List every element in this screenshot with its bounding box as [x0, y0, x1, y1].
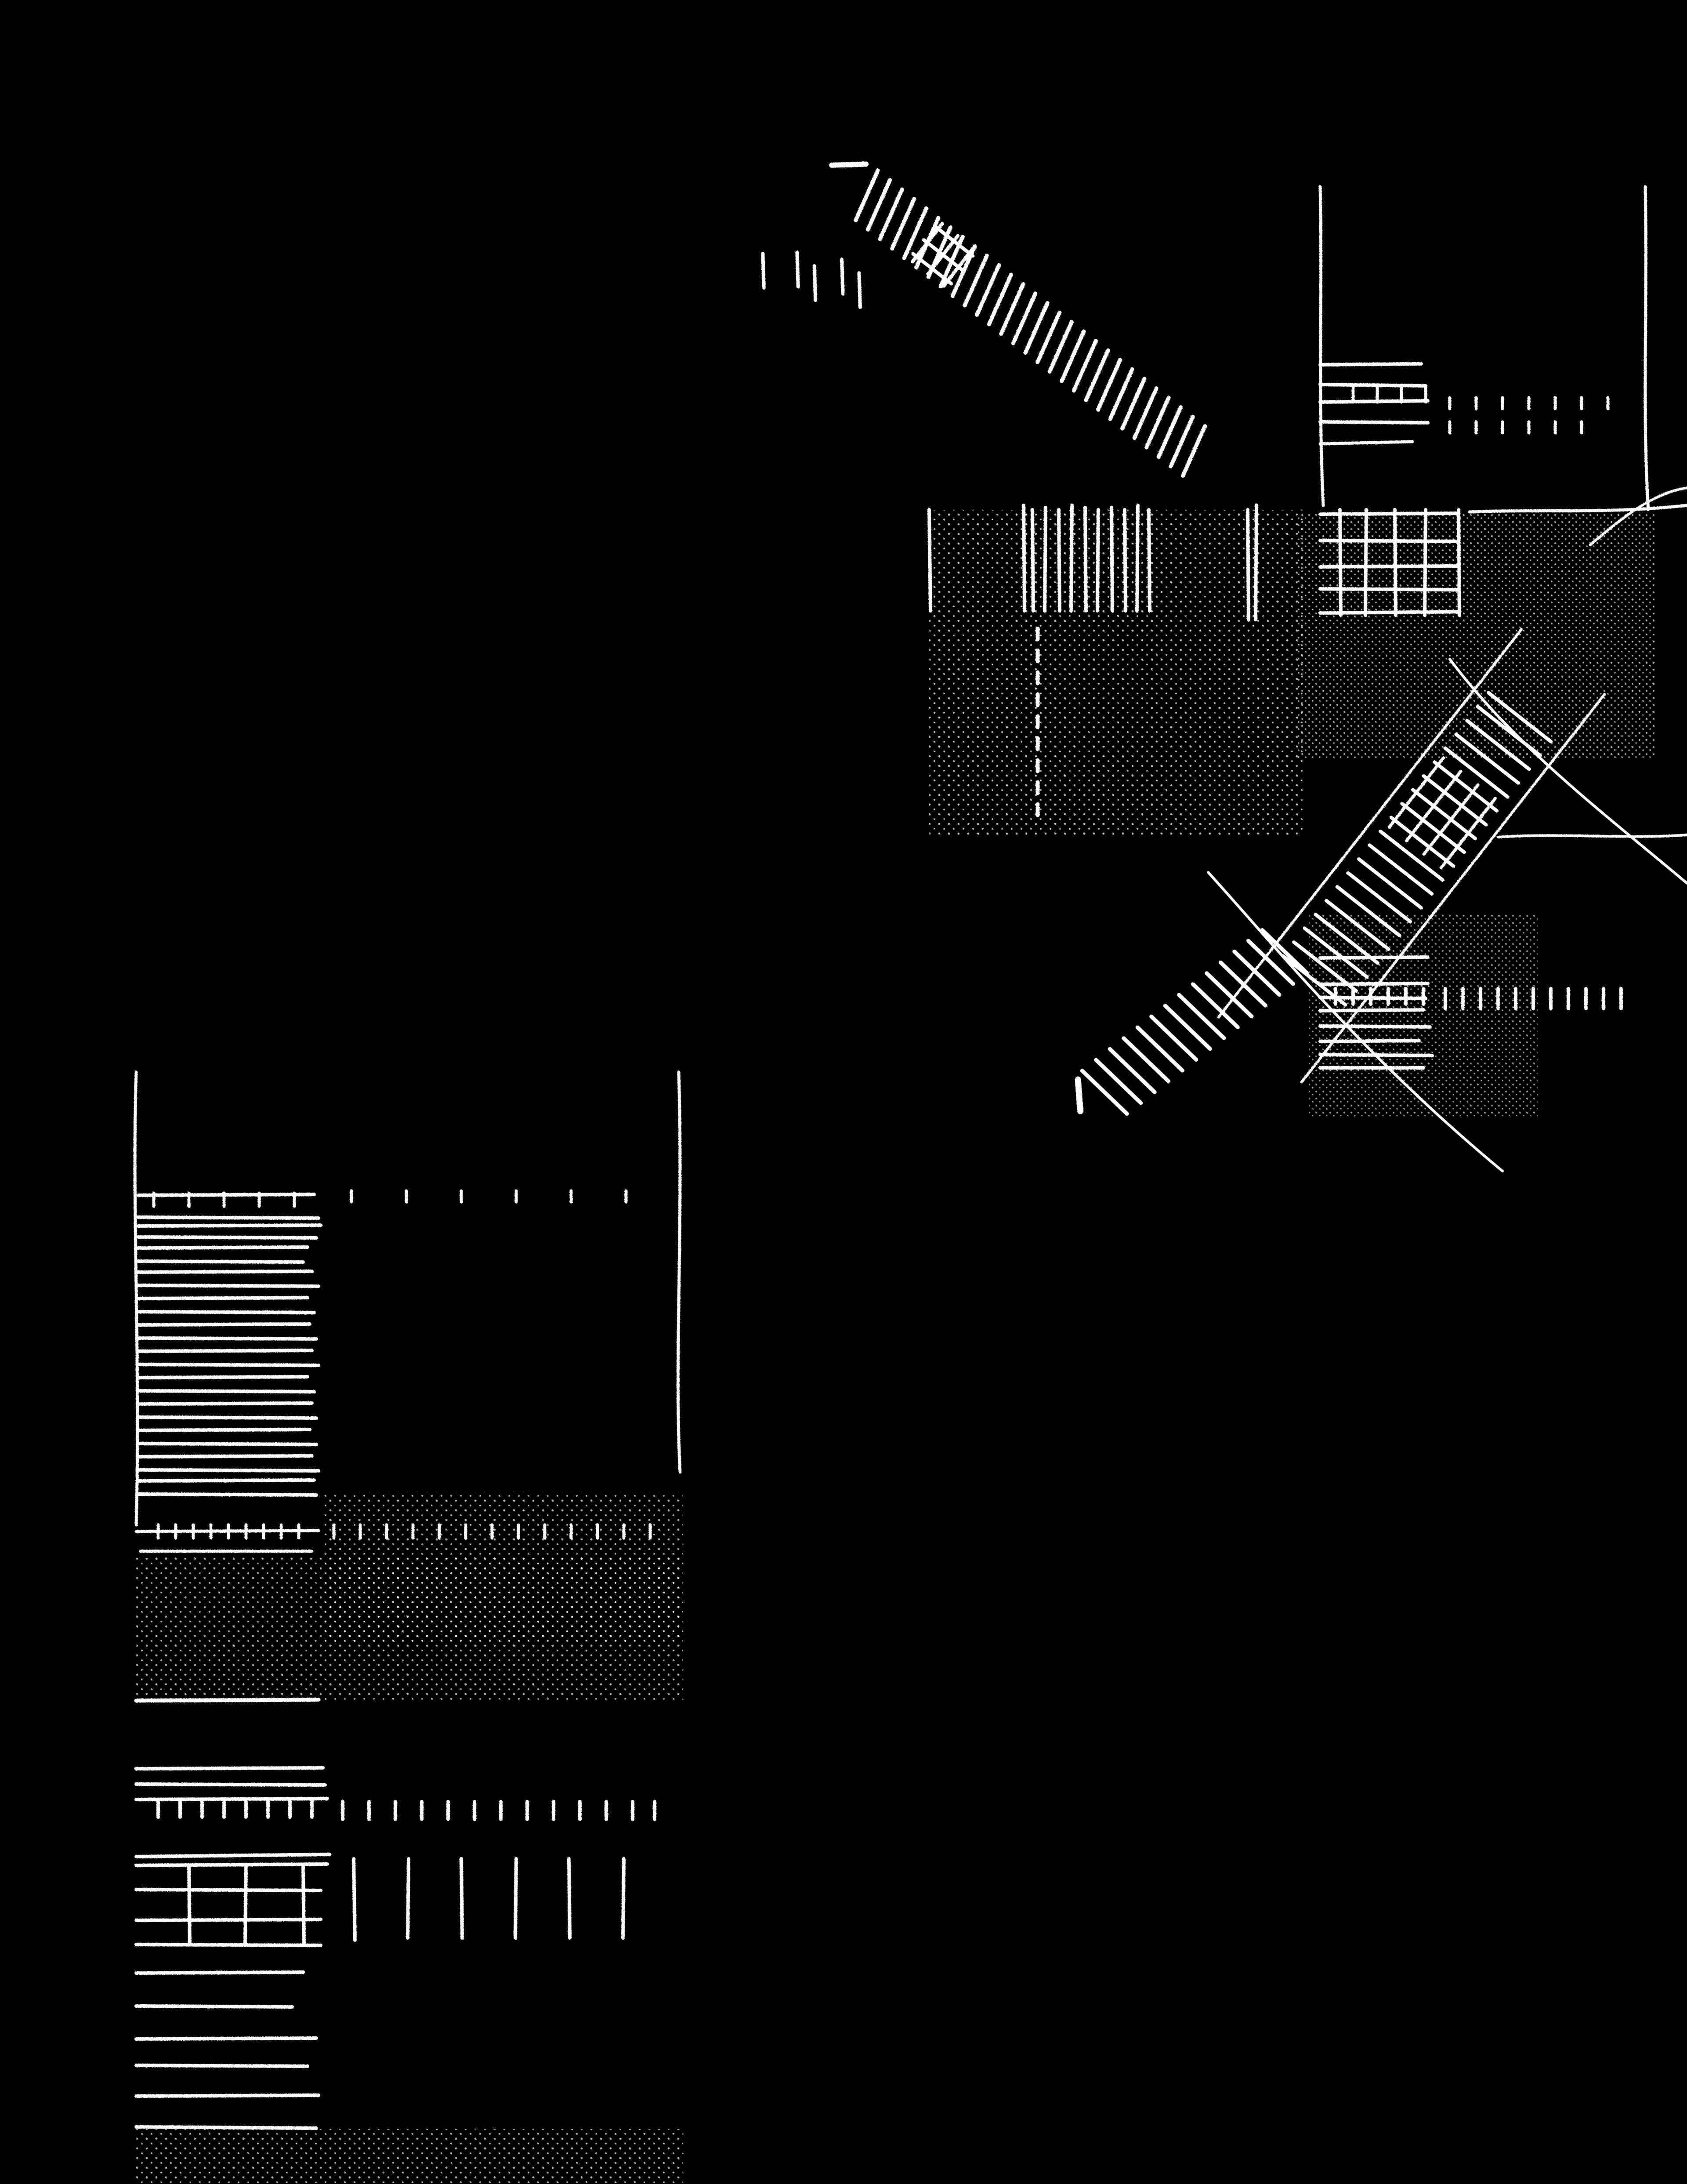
- diagonal-arm-cross: [1217, 628, 1606, 1084]
- stipple-field-bottom: [1309, 914, 1538, 1116]
- outline-vertical-left: [1318, 185, 1325, 507]
- lower-band-block: [1318, 955, 1623, 1070]
- trailing-lines: [134, 1970, 320, 2130]
- outline-left: [133, 1070, 139, 1527]
- stipple-field-c: [136, 2129, 683, 2184]
- grid-window: [1318, 508, 1461, 617]
- diagonal-arm-upper: [761, 161, 1207, 478]
- outline-horizontal: [1468, 504, 1687, 514]
- dashed-row-1: [134, 1523, 652, 1553]
- stipple-field-right: [1296, 514, 1656, 760]
- outline-right: [676, 1070, 682, 1474]
- diagonal-line: [1207, 871, 1504, 1172]
- diagonal-arm-lower: [1075, 928, 1309, 1116]
- outline-vertical-right: [1644, 185, 1650, 512]
- grid-window-lower: [134, 1853, 626, 1947]
- dashed-row-2: [134, 1766, 656, 1821]
- lower-left-sketch: [133, 1070, 683, 2184]
- upper-right-sketch: [761, 161, 1687, 1172]
- vertical-slats: [927, 504, 1258, 621]
- stipple-field-left: [929, 510, 1303, 835]
- stipple-field-b: [136, 1556, 683, 1701]
- horizontal-stack: [137, 1193, 322, 1497]
